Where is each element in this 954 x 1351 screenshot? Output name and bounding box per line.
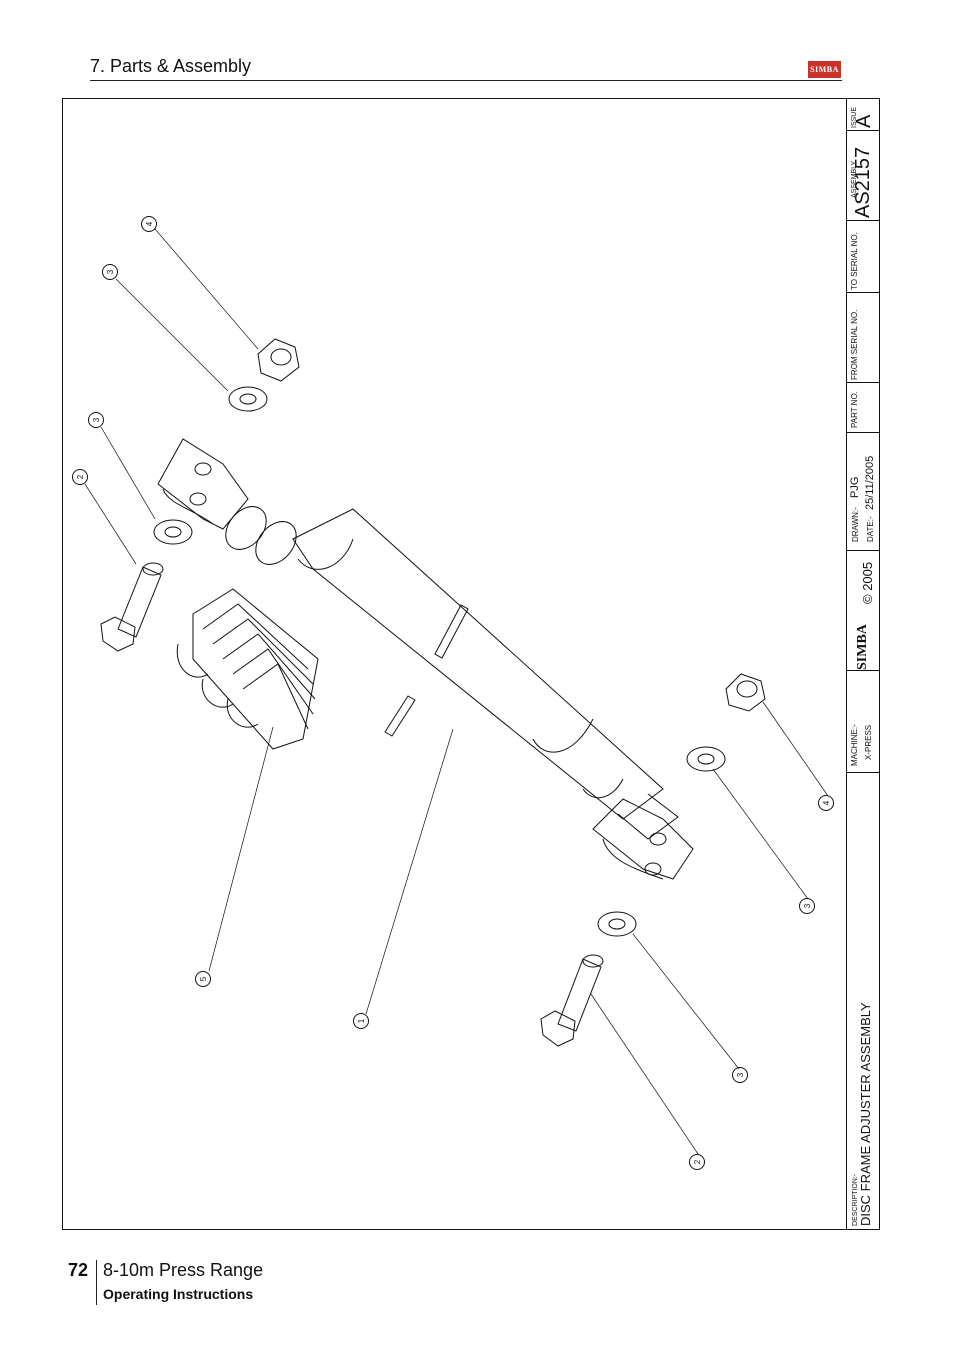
bottom-nut-washers <box>597 673 766 937</box>
copyright-cell <box>847 550 880 671</box>
balloon-1: 1 <box>353 1013 369 1029</box>
pins <box>384 604 469 737</box>
top-nut-washers <box>153 338 300 545</box>
issue-value: A <box>853 114 875 128</box>
exploded-assembly-drawing <box>84 228 829 1155</box>
balloon-2-top: 2 <box>72 469 88 485</box>
clevis-top <box>157 438 249 530</box>
from-serial-cell <box>847 292 880 383</box>
machine-value: X-PRESS <box>864 724 873 760</box>
issue-cell <box>847 98 880 131</box>
drawn-label: DRAWN:- <box>851 507 860 542</box>
part-no-label: PART NO. <box>850 391 859 428</box>
copyright: © 2005 <box>860 561 875 604</box>
section-title: 7. Parts & Assembly <box>90 56 252 76</box>
leader-lines <box>84 228 829 1155</box>
brand-mark: SIMBA <box>855 624 870 670</box>
machine-cell <box>847 670 880 773</box>
title-block <box>846 98 880 1230</box>
top-bolt <box>100 562 164 652</box>
adjuster-body <box>292 508 679 840</box>
assembly-number: AS2157 <box>852 146 874 218</box>
balloon-4-top: 4 <box>141 216 157 232</box>
manual-title: 8-10m Press Range <box>103 1260 264 1280</box>
balloon-3-bottom-b: 3 <box>732 1067 748 1083</box>
simba-logo: SIMBA <box>808 61 841 78</box>
balloon-2-bottom: 2 <box>689 1154 705 1170</box>
manual-subtitle: Operating Instructions <box>103 1286 254 1302</box>
drawn-cell <box>847 432 880 551</box>
page-number: 72 <box>68 1260 89 1280</box>
date-value: 25/11/2005 <box>864 455 876 510</box>
balloon-4-bottom: 4 <box>818 795 834 811</box>
to-serial-cell <box>847 220 880 293</box>
description-value: DISC FRAME ADJUSTER ASSEMBLY <box>858 1002 873 1226</box>
from-serial-label: FROM SERIAL NO. <box>850 309 859 380</box>
shim-stack <box>176 588 319 750</box>
to-serial-label: TO SERIAL NO. <box>850 232 859 290</box>
header-rule <box>90 80 842 81</box>
date-label: DATE:- <box>866 516 875 542</box>
balloon-3-top-b: 3 <box>88 412 104 428</box>
balloon-3-top-a: 3 <box>102 264 118 280</box>
drawn-by: PJG <box>849 476 861 498</box>
balloon-3-bottom-a: 3 <box>799 898 815 914</box>
balloon-5: 5 <box>195 971 211 987</box>
collar-rings <box>225 506 297 565</box>
assembly-cell <box>847 130 880 221</box>
part-no-cell <box>847 382 880 433</box>
clevis-bottom <box>592 798 694 880</box>
bottom-bolt <box>540 954 604 1047</box>
drawing-frame <box>62 98 880 1230</box>
machine-label: MACHINE:- <box>850 724 859 766</box>
footer-divider <box>96 1260 97 1305</box>
